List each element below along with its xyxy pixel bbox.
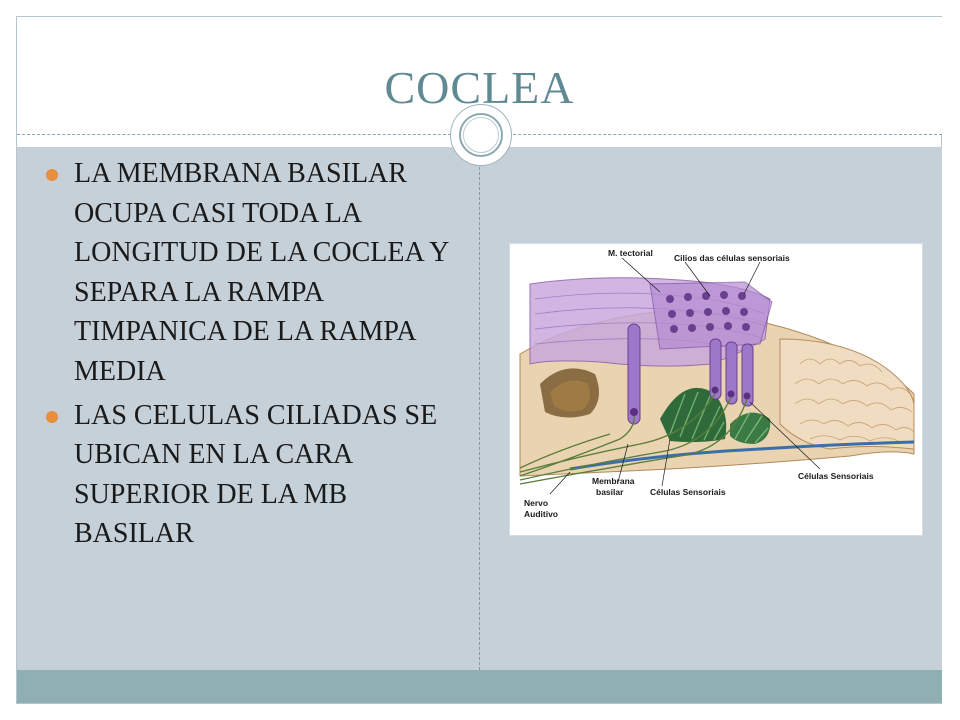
circle-ornament-icon <box>450 104 512 166</box>
bullet-dot-icon <box>46 169 58 181</box>
label-cilios: Cilios das células sensoriais <box>674 253 790 263</box>
label-nervo-2: Auditivo <box>524 509 558 519</box>
bullet-text: LA MEMBRANA BASILAR OCUPA CASI TODA LA L… <box>74 158 449 387</box>
label-celulas-right: Células Sensoriais <box>798 471 874 481</box>
bullet-dot-icon <box>46 410 58 423</box>
label-tectorial: M. tectorial <box>608 248 653 258</box>
column-divider <box>479 147 480 670</box>
label-membrana-1: Membrana <box>592 476 635 486</box>
ornament-inner-ring <box>463 117 499 153</box>
label-nervo-1: Nervo <box>524 498 548 508</box>
ornament-ring <box>459 113 503 157</box>
footer-bar <box>17 670 942 703</box>
cochlea-illustration: M. tectorial Cilios das células sensoria… <box>519 248 915 519</box>
bullet-list: LA MEMBRANA BASILAR OCUPA CASI TODA LA L… <box>44 154 464 558</box>
bullet-text: LAS CELULAS CILIADAS SE UBICAN EN LA CAR… <box>74 399 438 550</box>
label-celulas-bottom: Células Sensoriais <box>650 487 726 497</box>
bullet-item: LA MEMBRANA BASILAR OCUPA CASI TODA LA L… <box>44 154 464 392</box>
label-membrana-2: basilar <box>596 487 624 497</box>
cochlea-diagram: M. tectorial Cilios das células sensoria… <box>509 243 923 536</box>
bullet-item: LAS CELULAS CILIADAS SE UBICAN EN LA CAR… <box>44 396 464 554</box>
